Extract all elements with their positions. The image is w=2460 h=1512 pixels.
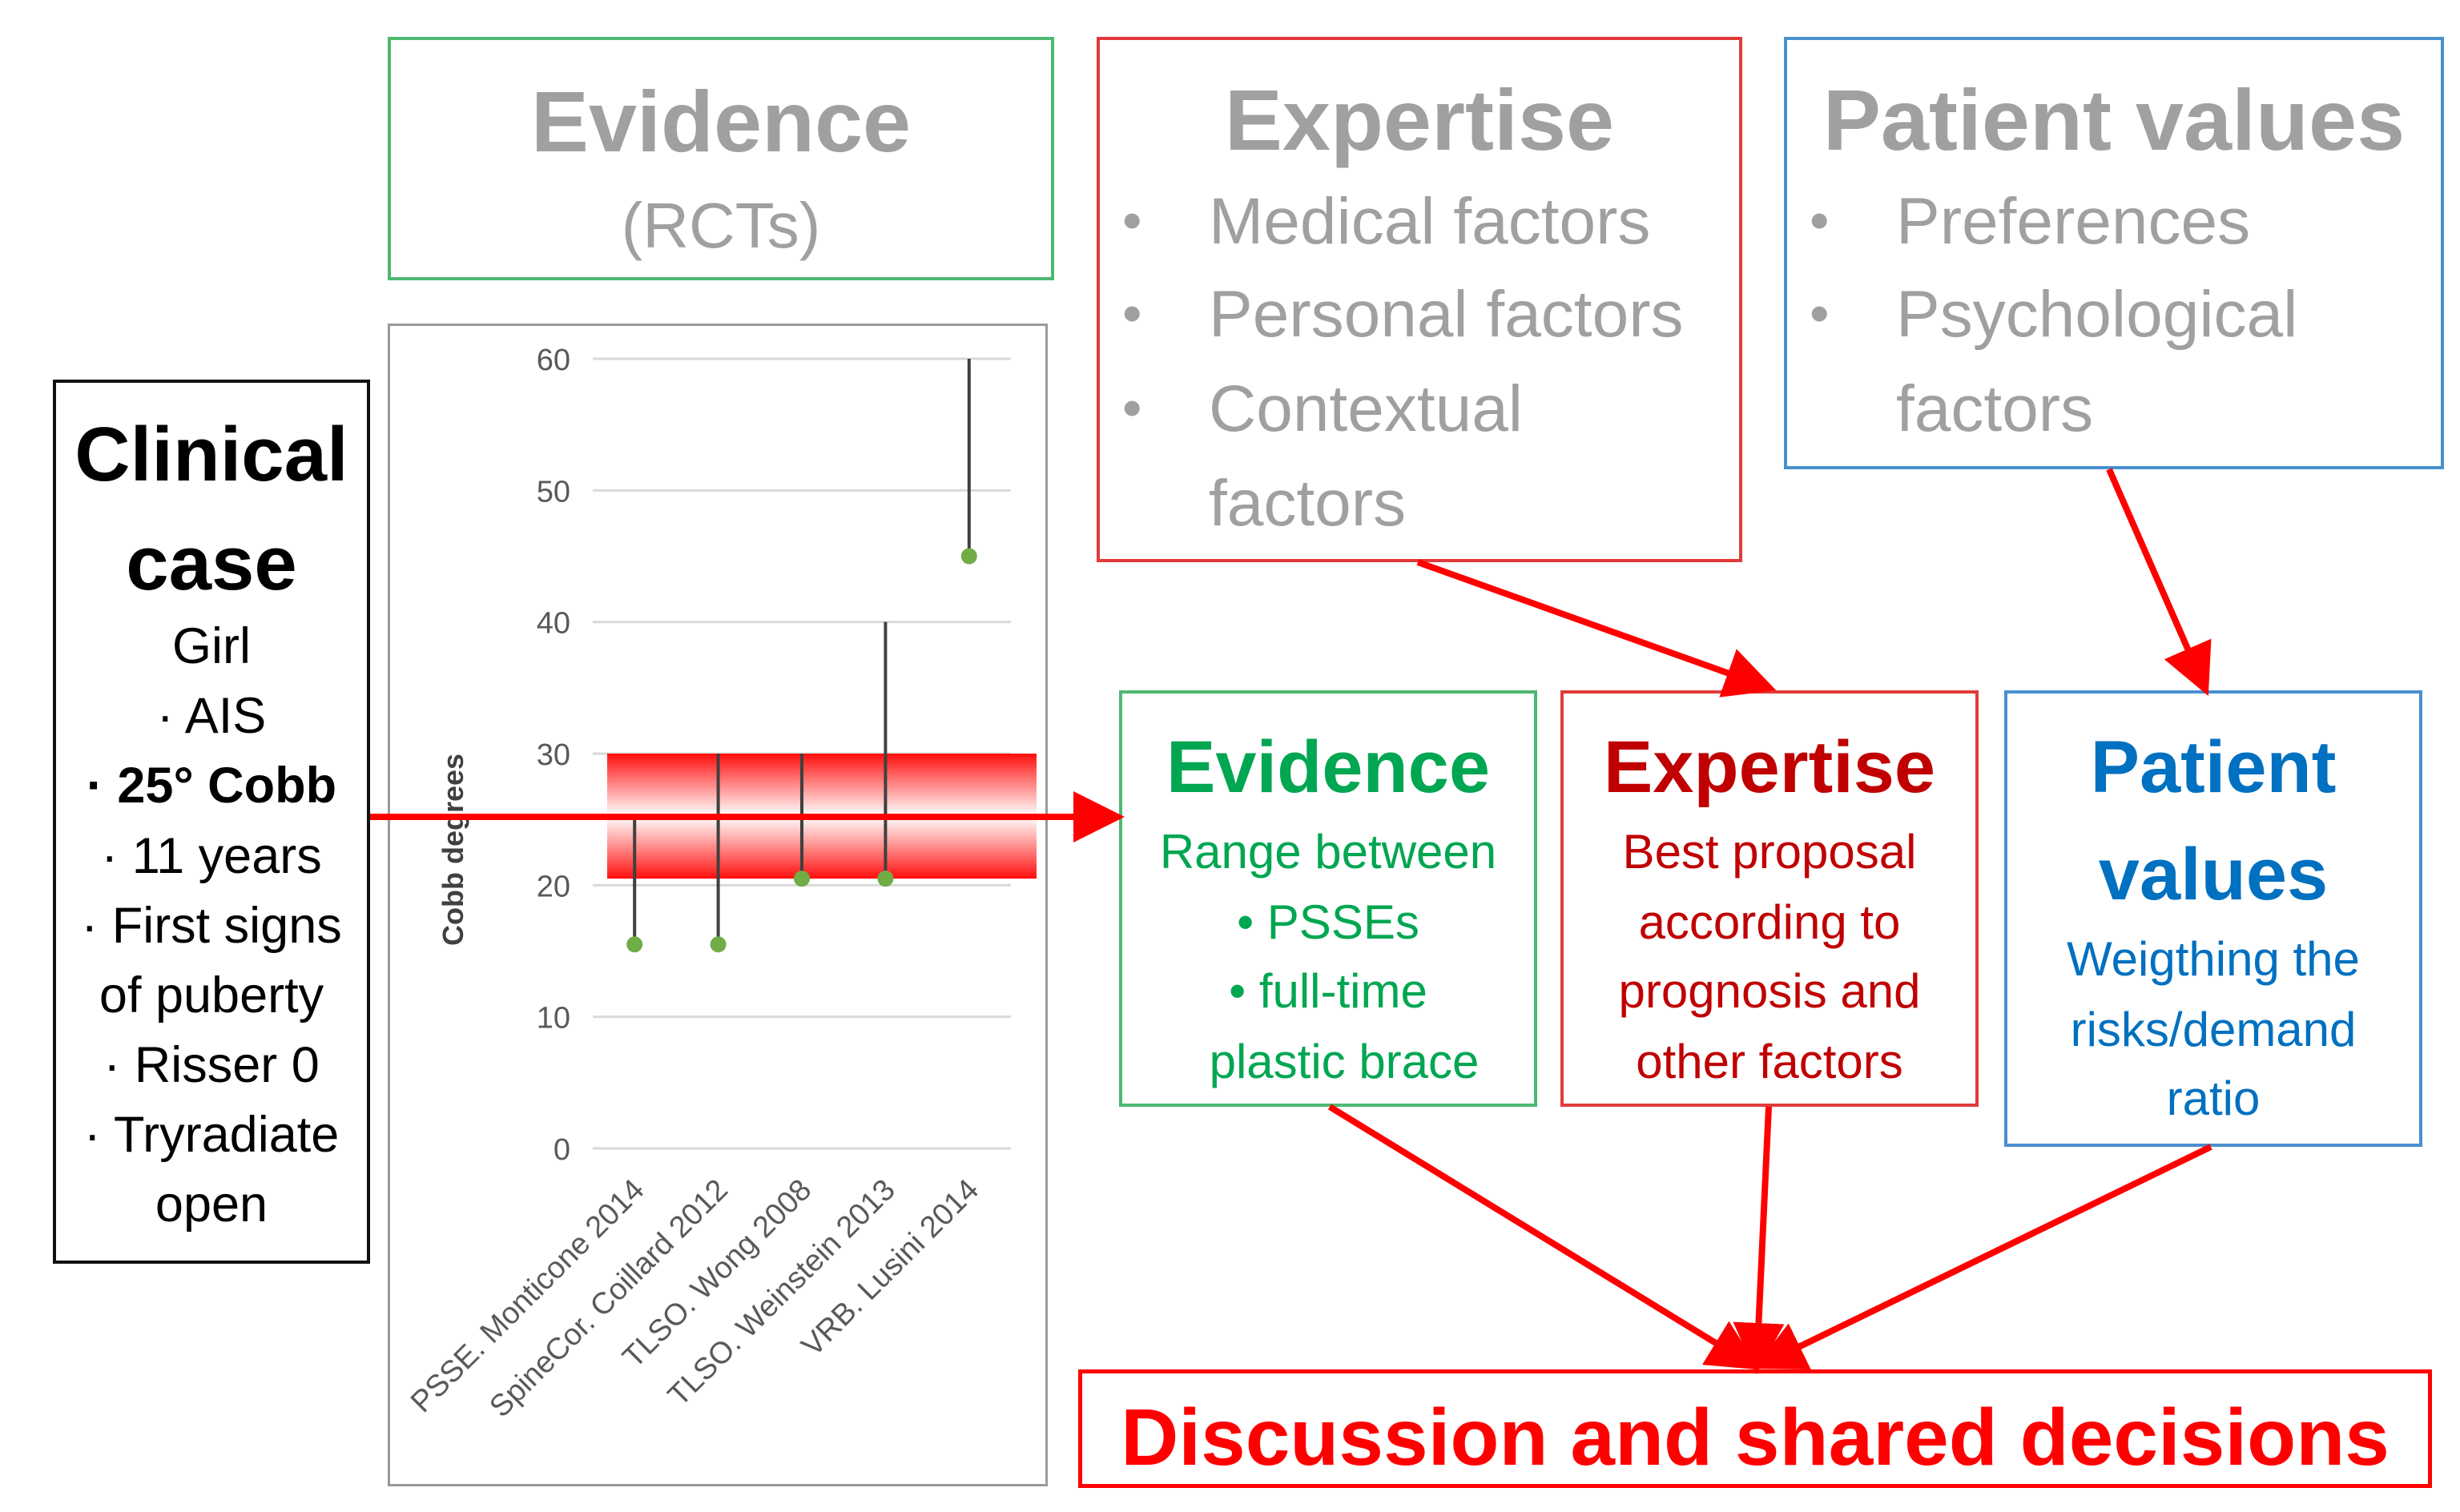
expertise-summary-line3: prognosis and xyxy=(1618,964,1921,1018)
patient-values-summary-line3: ratio xyxy=(2166,1072,2261,1125)
case-line-first-signs: · First signs xyxy=(81,898,342,954)
expertise-summary-line1: Best proposal xyxy=(1622,825,1917,879)
expertise-summary-line2: according to xyxy=(1638,895,1901,949)
patient-values-summary-title-line1: Patient xyxy=(2090,726,2337,808)
y-tick-label: 60 xyxy=(537,344,570,377)
case-line-open: open xyxy=(155,1176,268,1233)
bullet-icon: • xyxy=(1810,282,1830,344)
patient-values-summary-line1: Weigthing the xyxy=(2067,932,2360,986)
patient-item-psychological: Psychological xyxy=(1896,278,2298,351)
case-line-risser: · Risser 0 xyxy=(103,1037,320,1093)
expertise-item-personal: Personal factors xyxy=(1209,278,1684,351)
expertise-factors-title: Expertise xyxy=(1224,71,1615,168)
patient-values-summary-title-line2: values xyxy=(2098,834,2329,915)
case-line-ais: · AIS xyxy=(156,688,267,744)
evidence-summary-title: Evidence xyxy=(1166,726,1490,808)
evidence-summary-line4: plastic brace xyxy=(1209,1035,1480,1088)
case-line-puberty: of puberty xyxy=(99,967,324,1023)
low-point xyxy=(626,936,643,953)
patient-values-factors-title: Patient values xyxy=(1822,71,2406,168)
expertise-item-contextual: Contextual xyxy=(1209,372,1524,445)
y-tick-label: 0 xyxy=(554,1133,570,1167)
evidence-summary-line1: Range between xyxy=(1159,825,1497,879)
evidence-rcts-box: Evidence (RCTs) xyxy=(388,37,1054,280)
shared-decision-label: Discussion and shared decisions xyxy=(1121,1393,2390,1482)
case-line-girl: Girl xyxy=(172,618,251,674)
y-axis-label: Cobb degrees xyxy=(437,754,469,946)
low-point xyxy=(960,548,977,565)
case-line-age: · 11 years xyxy=(101,828,322,884)
patient-values-summary-line2: risks/demand xyxy=(2070,1003,2357,1056)
evidence-summary-box: Evidence Range between • PSSEs • full-ti… xyxy=(1119,690,1537,1107)
bullet-icon: • xyxy=(1122,376,1142,439)
shared-decision-box: Discussion and shared decisions xyxy=(1078,1369,2432,1488)
evidence-rcts-subtitle: (RCTs) xyxy=(621,190,821,261)
bullet-icon: • xyxy=(1122,282,1142,344)
y-tick-label: 50 xyxy=(537,475,570,509)
evidence-summary-line2: • PSSEs xyxy=(1237,895,1419,949)
patient-values-factors-box: Patient values • Preferences • Psycholog… xyxy=(1784,37,2444,469)
y-tick-label: 10 xyxy=(537,1002,570,1035)
patient-values-summary-box: Patient values Weigthing the risks/deman… xyxy=(2004,690,2422,1147)
y-tick-label: 20 xyxy=(537,870,570,903)
patient-item-preferences: Preferences xyxy=(1896,185,2251,258)
bullet-icon: • xyxy=(1122,189,1142,251)
case-line-cobb: · 25° Cobb xyxy=(86,758,337,814)
y-tick-label: 30 xyxy=(537,738,570,772)
bullet-icon: • xyxy=(1810,189,1830,251)
low-point xyxy=(877,871,894,887)
low-point xyxy=(710,936,727,953)
expertise-item-medical: Medical factors xyxy=(1209,185,1651,258)
clinical-case-box: Clinical case Girl · AIS · 25° Cobb · 11… xyxy=(53,380,370,1264)
case-line-tryradiate: · Tryradiate xyxy=(83,1107,340,1163)
expertise-summary-box: Expertise Best proposal according to pro… xyxy=(1560,690,1979,1107)
patient-item-psychological-cont: factors xyxy=(1896,372,2094,445)
clinical-case-title-line1: Clinical xyxy=(74,412,348,497)
expertise-factors-box: Expertise • Medical factors • Personal f… xyxy=(1097,37,1742,562)
clinical-case-title-line2: case xyxy=(126,521,297,606)
evidence-rcts-title: Evidence xyxy=(530,73,912,170)
low-point xyxy=(794,871,810,887)
cobb-highlight-band xyxy=(607,754,1037,879)
expertise-summary-line4: other factors xyxy=(1636,1035,1903,1088)
y-tick-label: 40 xyxy=(537,607,570,641)
expertise-summary-title: Expertise xyxy=(1603,726,1936,808)
evidence-summary-line3: • full-time xyxy=(1229,964,1427,1018)
expertise-item-contextual-cont: factors xyxy=(1209,467,1407,540)
